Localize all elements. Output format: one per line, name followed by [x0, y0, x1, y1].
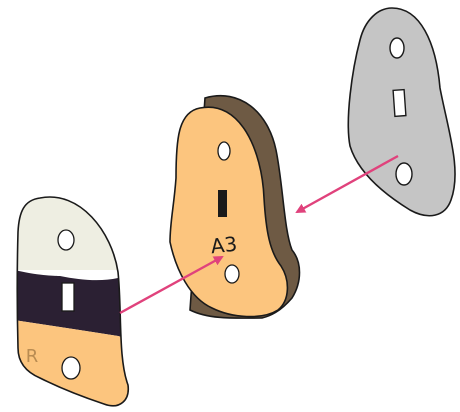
front-bottom-hole	[62, 357, 80, 379]
center-top-hole	[218, 142, 230, 160]
front-top-hole	[58, 230, 74, 250]
back-slot	[393, 90, 406, 117]
center-bottom-hole	[225, 265, 239, 283]
back-top-hole	[390, 38, 404, 58]
front-slot	[62, 283, 74, 311]
back-bottom-hole	[396, 163, 412, 185]
center-card-a3: A3	[170, 96, 300, 318]
back-gray-layer	[348, 8, 455, 216]
center-slot	[218, 190, 227, 217]
front-layer-label: R	[26, 346, 39, 367]
front-layer-top-band	[0, 185, 150, 270]
front-layer: R	[0, 185, 150, 412]
center-part-label: A3	[210, 232, 239, 259]
